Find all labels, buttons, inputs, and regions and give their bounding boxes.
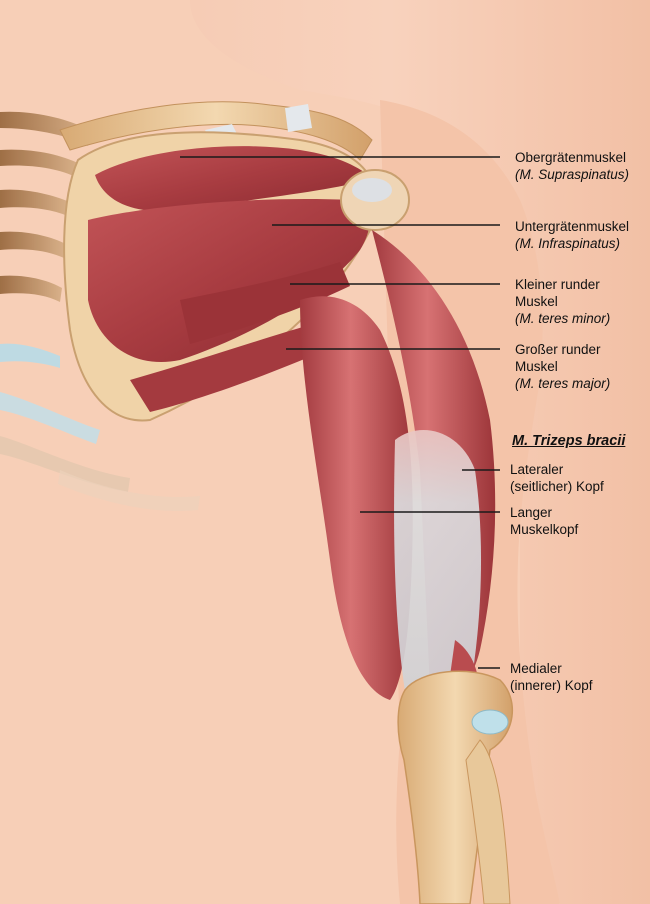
- teres-major-name-line1: Großer runder: [515, 342, 601, 357]
- supraspinatus-name: Obergrätenmuskel: [515, 150, 627, 165]
- supraspinatus-muscle: [95, 146, 372, 212]
- leader-lines: [180, 156, 500, 669]
- lateral-head-line1: Lateraler: [510, 462, 564, 477]
- label-infraspinatus: Untergrätenmuskel (M. Infraspinatus): [515, 218, 629, 252]
- infraspinatus-latin: (M. Infraspinatus): [515, 236, 621, 251]
- teres-major-name-line2: Muskel: [515, 359, 558, 374]
- triceps-heading: M. Trizeps bracii: [512, 433, 626, 449]
- triceps-long-head: [300, 296, 413, 700]
- elbow-cartilage: [471, 709, 509, 735]
- label-supraspinatus: Obergrätenmuskel (M. Supraspinatus): [515, 149, 629, 183]
- teres-major-latin: (M. teres major): [515, 376, 611, 391]
- teres-minor-latin: (M. teres minor): [515, 311, 611, 326]
- label-long-head: Langer Muskelkopf: [510, 504, 578, 538]
- teres-major-muscle: [130, 322, 326, 412]
- label-medial-head: Medialer (innerer) Kopf: [510, 660, 593, 694]
- label-lateral-head: Lateraler (seitlicher) Kopf: [510, 461, 604, 495]
- supraspinatus-latin: (M. Supraspinatus): [515, 167, 630, 182]
- label-teres-major: Großer runder Muskel (M. teres major): [515, 341, 610, 392]
- teres-minor-muscle: [180, 262, 350, 344]
- long-head-line2: Muskelkopf: [510, 522, 579, 537]
- medial-head-line1: Medialer: [510, 661, 562, 676]
- infraspinatus-muscle: [88, 199, 370, 362]
- medial-head-line2: (innerer) Kopf: [510, 678, 593, 693]
- label-teres-minor: Kleiner runder Muskel (M. teres minor): [515, 276, 610, 327]
- forearm-bone: [465, 739, 511, 904]
- teres-minor-name-line1: Kleiner runder: [515, 277, 600, 292]
- infraspinatus-name: Untergrätenmuskel: [515, 219, 630, 234]
- long-head-line1: Langer: [510, 505, 553, 520]
- lateral-head-line2: (seitlicher) Kopf: [510, 479, 604, 494]
- teres-minor-name-line2: Muskel: [515, 294, 558, 309]
